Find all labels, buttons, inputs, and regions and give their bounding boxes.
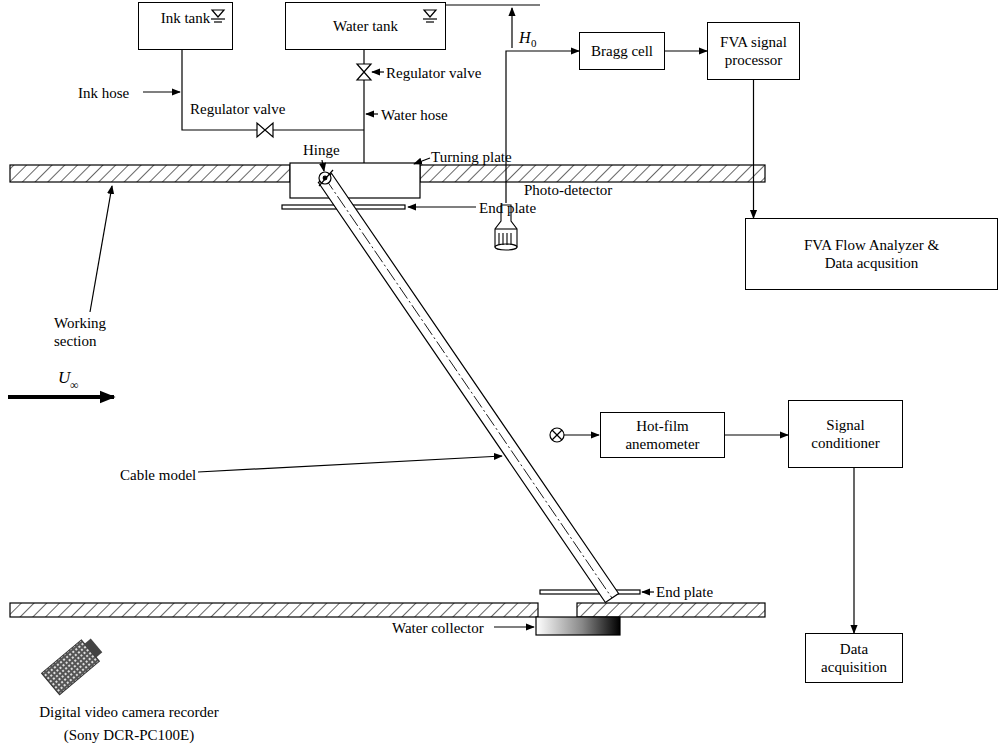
- part-label: Digital video camera recorder: [13, 703, 245, 721]
- signal-arrow: [853, 468, 854, 633]
- part-label: Ink hose: [78, 84, 129, 102]
- instrument-box: Data acquisition: [805, 633, 903, 683]
- part-label: End plate: [479, 199, 536, 217]
- signal-arrow: [506, 51, 579, 203]
- node-text: Water tank: [333, 17, 398, 35]
- node-text: Photo-detector: [524, 181, 612, 199]
- node-text: Bragg cell: [591, 42, 653, 60]
- node-text: Hot-film anemometer: [607, 417, 718, 453]
- part-label: Water hose: [381, 106, 448, 124]
- tank-box: Ink tank: [138, 2, 233, 50]
- part-label: Hinge: [303, 141, 340, 159]
- part-label: Turning plate: [431, 148, 512, 166]
- part-label: 0: [531, 37, 537, 50]
- part-label: ∞: [70, 378, 79, 392]
- part-label: Cable model: [120, 466, 196, 484]
- signal-arrow: [725, 434, 788, 435]
- signal-arrow: [665, 50, 707, 51]
- instrument-box: Bragg cell: [579, 32, 665, 70]
- part-label: Regulator valve: [386, 64, 481, 82]
- part-label: Regulator valve: [190, 100, 285, 118]
- instrument-box: Signal conditioner: [788, 400, 903, 468]
- part-label: (Sony DCR-PC100E): [13, 726, 245, 744]
- node-text: Data acquisition: [812, 640, 896, 676]
- instrument-box: FVA signal processor: [707, 22, 800, 80]
- node-text: FVA signal processor: [714, 33, 793, 69]
- part-label: Water collector: [392, 619, 484, 637]
- part-label: Working section: [54, 314, 118, 350]
- node-text: FVA Flow Analyzer & Data acqusition: [797, 236, 947, 272]
- node-text: Signal conditioner: [795, 416, 896, 452]
- instrument-box: FVA Flow Analyzer & Data acqusition: [745, 218, 998, 290]
- node-text: Ink tank: [161, 9, 211, 27]
- signal-arrow: [753, 80, 754, 218]
- part-label: H: [519, 28, 531, 47]
- part-label: U: [58, 368, 70, 388]
- tank-box: Water tank: [285, 2, 446, 50]
- instrument-box: Hot-film anemometer: [600, 412, 725, 458]
- part-label: End plate: [656, 583, 713, 601]
